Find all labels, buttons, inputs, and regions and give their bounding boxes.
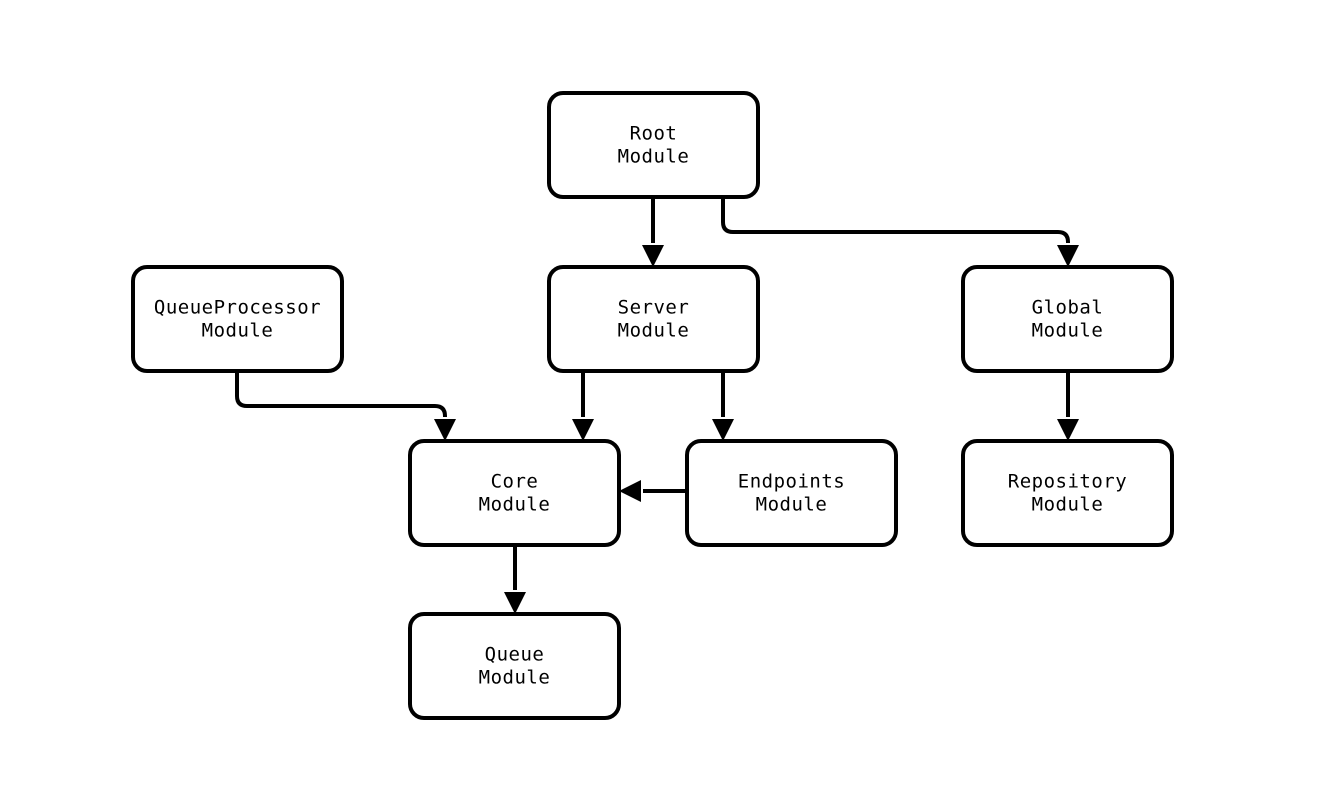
edge-endpoints-core xyxy=(619,480,687,502)
node-box-endpoints[interactable] xyxy=(685,439,898,547)
node-label-line1-core: Core xyxy=(491,471,539,493)
node-label-line1-global: Global xyxy=(1032,297,1104,319)
node-box-root[interactable] xyxy=(547,91,760,199)
nodes-layer: RootModuleQueueProcessorModuleServerModu… xyxy=(131,91,1174,720)
node-label-line1-server: Server xyxy=(618,297,690,319)
node-label-line1-queue: Queue xyxy=(485,644,545,666)
node-label-line1-root: Root xyxy=(630,123,678,145)
node-label-line1-repository: Repository xyxy=(1008,471,1127,493)
node-box-queueprocessor[interactable] xyxy=(131,265,344,373)
edges-layer xyxy=(235,197,1079,614)
arrow-head-root-server xyxy=(642,245,664,267)
node-label-line2-endpoints: Module xyxy=(756,494,828,516)
arrow-head-root-global xyxy=(1057,245,1079,267)
node-box-global[interactable] xyxy=(961,265,1174,373)
edge-queueprocessor-core xyxy=(235,371,456,441)
node-box-queue[interactable] xyxy=(408,612,621,720)
node-box-repository[interactable] xyxy=(961,439,1174,547)
edge-root-global xyxy=(721,197,1079,267)
node-box-server[interactable] xyxy=(547,265,760,373)
arrow-head-server-core xyxy=(572,419,594,441)
arrow-head-queueprocessor-core xyxy=(434,419,456,441)
arrow-head-endpoints-core xyxy=(619,480,641,502)
node-label-line1-endpoints: Endpoints xyxy=(738,471,845,493)
edge-core-queue xyxy=(504,545,526,614)
edge-line-root-global xyxy=(721,197,1070,243)
arrow-head-core-queue xyxy=(504,592,526,614)
node-label-line2-repository: Module xyxy=(1032,494,1104,516)
arrow-head-global-repository xyxy=(1057,419,1079,441)
edge-global-repository xyxy=(1057,371,1079,441)
node-label-line2-queueprocessor: Module xyxy=(202,320,274,342)
node-label-line2-global: Module xyxy=(1032,320,1104,342)
node-label-line2-root: Module xyxy=(618,146,690,168)
edge-root-server xyxy=(642,197,664,267)
node-label-line1-queueprocessor: QueueProcessor xyxy=(154,297,321,319)
node-label-line2-core: Module xyxy=(479,494,551,516)
node-label-line2-queue: Module xyxy=(479,667,551,689)
edge-server-endpoints xyxy=(712,371,734,441)
node-label-line2-server: Module xyxy=(618,320,690,342)
arrow-head-server-endpoints xyxy=(712,419,734,441)
node-box-core[interactable] xyxy=(408,439,621,547)
edge-server-core xyxy=(572,371,594,441)
edge-line-queueprocessor-core xyxy=(235,371,447,417)
